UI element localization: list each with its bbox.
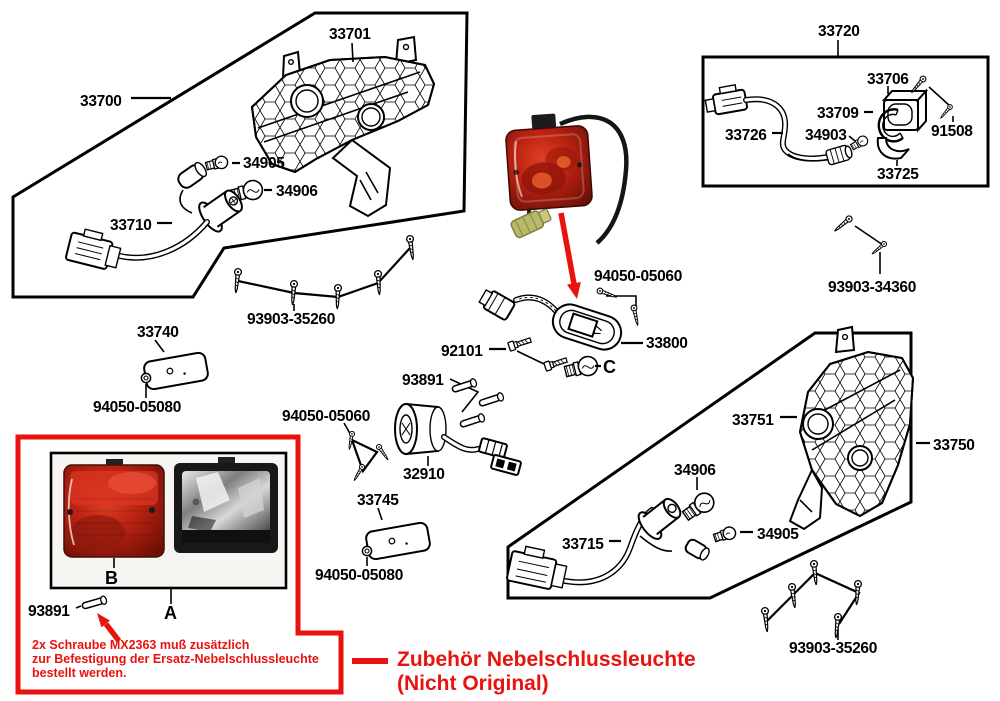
red-arrow-box — [97, 613, 122, 643]
accessory-note-line2: zur Befestigung der Ersatz-Nebelschlussl… — [32, 652, 319, 666]
accessory-note-line3: bestellt werden. — [32, 666, 126, 680]
part-label-33750: 33750 — [933, 437, 975, 454]
screws-triangle-drawing — [343, 422, 391, 483]
license-screws-top-drawing — [595, 286, 642, 327]
part-label-34905-left: 34905 — [243, 155, 285, 172]
part-label-33745: 33745 — [357, 492, 399, 509]
part-label-a: A — [164, 603, 177, 623]
label-leader-lines — [131, 42, 889, 543]
part-label-93903-34360: 93903-34360 — [828, 279, 916, 296]
part-label-34903: 34903 — [805, 127, 847, 144]
part-label-33710: 33710 — [110, 217, 152, 234]
part-label-33706: 33706 — [867, 71, 909, 88]
part-label-34906-right: 34906 — [674, 462, 716, 479]
part-label-33800: 33800 — [646, 335, 688, 352]
part-label-33715: 33715 — [562, 536, 604, 553]
accessory-caption-line2: (Nicht Original) — [397, 672, 549, 695]
screws-93891-center-drawing — [449, 377, 506, 430]
resistor-32910-drawing — [394, 402, 522, 476]
caption-dash — [352, 658, 388, 664]
part-label-32910: 32910 — [403, 466, 445, 483]
part-label-91508: 91508 — [931, 123, 973, 140]
relay-box-drawing — [701, 40, 990, 188]
red-arrow-center — [558, 212, 581, 299]
part-label-c: C — [603, 357, 616, 377]
part-label-34906-left: 34906 — [276, 183, 318, 200]
fog-housing-photo — [174, 457, 278, 553]
part-label-93891-box: 93891 — [28, 603, 70, 620]
part-label-93891-center: 93891 — [402, 372, 444, 389]
mount-screws-top-drawing — [231, 234, 417, 311]
left-headlight-unit-drawing — [250, 35, 436, 218]
part-label-33725: 33725 — [877, 166, 919, 183]
plate-center-drawing — [361, 507, 432, 566]
mount-screws-bottom-drawing — [760, 559, 863, 640]
accessory-caption-line1: Zubehör Nebelschlussleuchte — [397, 648, 696, 671]
plate-left-drawing — [140, 339, 210, 398]
part-label-93903-35260-top: 93903-35260 — [247, 311, 335, 328]
part-label-33700: 33700 — [80, 93, 122, 110]
part-label-33751: 33751 — [732, 412, 774, 429]
part-label-33709: 33709 — [817, 105, 859, 122]
fog-light-connector — [510, 208, 552, 239]
accessory-note-line1: 2x Schraube MX2363 muß zusätzlich — [32, 638, 249, 652]
screw-93903-34360-drawing — [831, 214, 889, 274]
part-label-33701: 33701 — [329, 26, 371, 43]
part-label-93903-35260-bottom: 93903-35260 — [789, 640, 877, 657]
part-label-94050-05060-center: 94050-05060 — [282, 408, 370, 425]
fog-lens-photo — [63, 459, 165, 558]
part-label-33720: 33720 — [818, 23, 860, 40]
right-headlight-boundary — [506, 331, 930, 600]
right-socket-harness-drawing — [506, 477, 738, 590]
connector-33710 — [65, 228, 122, 270]
left-bulbs-and-socket-drawing — [65, 154, 266, 270]
bolt-92101-drawing — [507, 335, 569, 372]
part-label-b: B — [105, 568, 118, 588]
part-label-94050-05080-left: 94050-05080 — [93, 399, 181, 416]
license-light-drawing — [478, 288, 623, 351]
right-headlight-unit-drawing — [788, 325, 915, 531]
part-label-94050-05060-top: 94050-05060 — [594, 268, 682, 285]
bulb-c-drawing — [562, 353, 601, 382]
part-label-33740: 33740 — [137, 324, 179, 341]
screw-93891-box-drawing — [75, 594, 109, 612]
part-label-94050-05080-center: 94050-05080 — [315, 567, 403, 584]
fog-light-photo — [505, 113, 629, 299]
part-label-34905-right: 34905 — [757, 526, 799, 543]
part-label-92101: 92101 — [441, 343, 483, 360]
accessory-red-box — [15, 434, 344, 695]
part-label-33726: 33726 — [725, 127, 767, 144]
left-headlight-boundary — [11, 11, 469, 299]
